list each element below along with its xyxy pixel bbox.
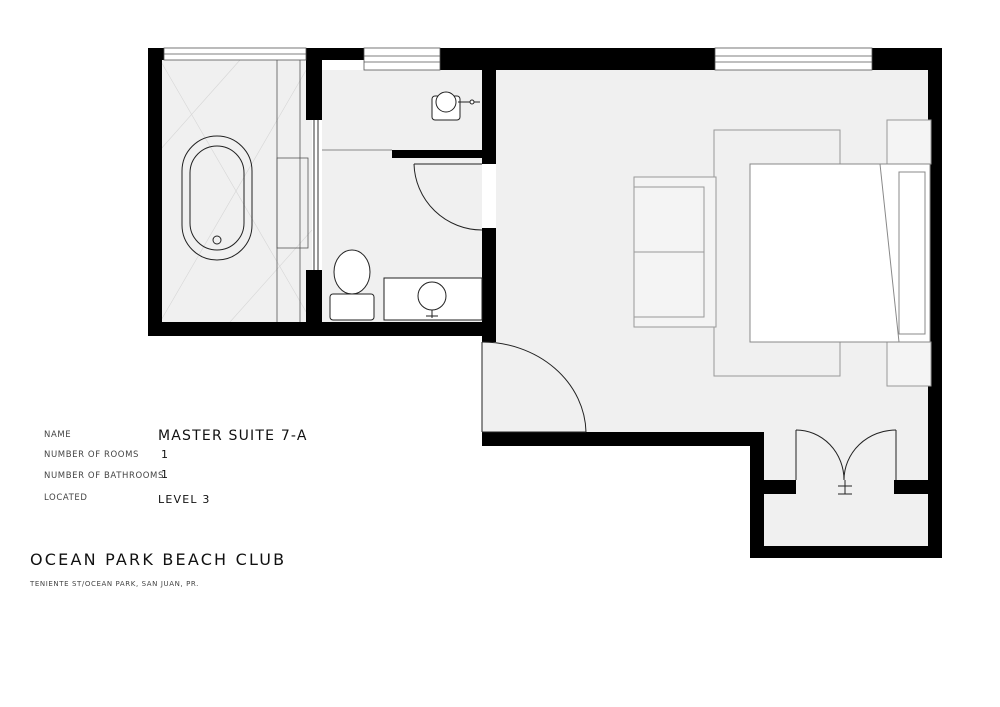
nightstands	[886, 119, 932, 387]
wall-sink	[431, 91, 480, 121]
project-address: TENIENTE ST/OCEAN PARK, SAN JUAN, PR.	[30, 580, 199, 588]
walls	[148, 48, 942, 558]
located-value: LEVEL 3	[158, 493, 211, 506]
vanity	[383, 277, 483, 321]
sliding-door	[313, 120, 319, 270]
toilet	[329, 249, 375, 321]
bathtub	[181, 135, 253, 261]
sofa	[633, 176, 717, 328]
bathrooms-label: NUMBER OF BATHROOMS	[44, 471, 164, 481]
shower-partition	[276, 60, 309, 322]
rooms-value: 1	[161, 448, 170, 461]
located-label: LOCATED	[44, 493, 88, 503]
project-title: OCEAN PARK BEACH CLUB	[30, 550, 287, 569]
windows	[163, 47, 873, 71]
bath-floor-tile-pattern	[159, 59, 313, 323]
suite-name: MASTER SUITE 7-A	[158, 428, 308, 444]
rooms-label: NUMBER OF ROOMS	[44, 450, 140, 460]
bed	[749, 163, 931, 343]
door-swings	[413, 163, 897, 495]
name-label: NAME	[44, 430, 72, 440]
bathrooms-value: 1	[161, 468, 170, 481]
